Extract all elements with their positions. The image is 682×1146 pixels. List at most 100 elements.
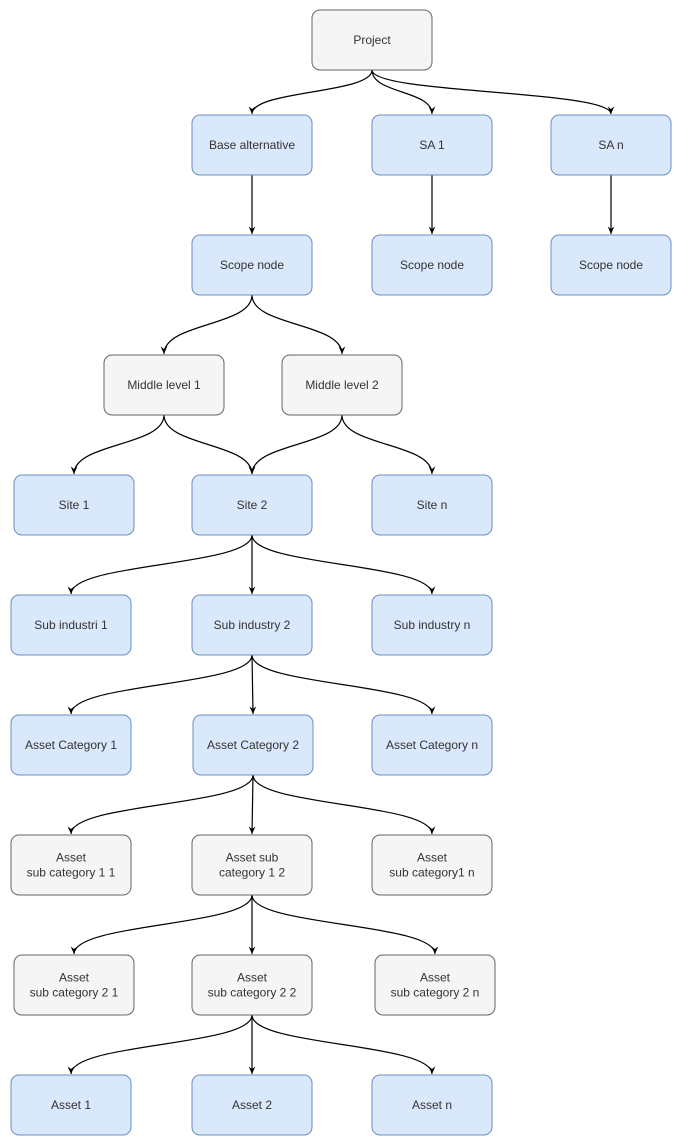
node-subind1[interactable]: Sub industri 1 bbox=[10, 594, 132, 656]
node-san[interactable]: SA n bbox=[550, 114, 672, 176]
node-label-sub22-0: Asset bbox=[237, 971, 268, 985]
node-label-sub1n-0: Asset bbox=[417, 851, 448, 865]
node-label-sub21-1: sub category 2 1 bbox=[30, 986, 119, 1000]
node-label-cat1-0: Asset Category 1 bbox=[25, 738, 117, 752]
edge-site2-to-subind1 bbox=[67, 534, 253, 595]
node-box-sub22 bbox=[191, 954, 313, 1016]
node-box-san bbox=[550, 114, 672, 176]
node-box-sub2n bbox=[374, 954, 496, 1016]
node-mid1[interactable]: Middle level 1 bbox=[103, 354, 225, 416]
node-box-cat1 bbox=[10, 714, 132, 776]
node-label-sub12-1: category 1 2 bbox=[219, 866, 285, 880]
node-base_alt[interactable]: Base alternative bbox=[191, 114, 313, 176]
node-catn[interactable]: Asset Category n bbox=[371, 714, 493, 776]
node-label-sub2n-1: sub category 2 n bbox=[391, 986, 480, 1000]
node-label-scope1-0: Scope node bbox=[220, 258, 284, 272]
node-label-scope2-0: Scope node bbox=[400, 258, 464, 272]
edge-sub12-to-sub2n bbox=[251, 894, 439, 955]
node-cat2[interactable]: Asset Category 2 bbox=[192, 714, 314, 776]
node-label-asset2-0: Asset 2 bbox=[232, 1098, 272, 1112]
edge-mid1-to-site2 bbox=[163, 414, 256, 475]
node-scope3[interactable]: Scope node bbox=[550, 234, 672, 296]
node-subind2[interactable]: Sub industry 2 bbox=[191, 594, 313, 656]
edges-layer bbox=[67, 69, 615, 1075]
edge-subind2-to-catn bbox=[251, 654, 436, 715]
node-label-cat2-0: Asset Category 2 bbox=[207, 738, 299, 752]
node-site1[interactable]: Site 1 bbox=[13, 474, 135, 536]
edge-cat2-to-sub1n bbox=[252, 774, 436, 835]
node-box-scope3 bbox=[550, 234, 672, 296]
node-label-siten-0: Site n bbox=[417, 498, 448, 512]
node-project[interactable]: Project bbox=[311, 9, 433, 71]
node-label-sub21-0: Asset bbox=[59, 971, 90, 985]
node-box-cat2 bbox=[192, 714, 314, 776]
node-siten[interactable]: Site n bbox=[371, 474, 493, 536]
node-box-base_alt bbox=[191, 114, 313, 176]
node-assetn[interactable]: Asset n bbox=[371, 1074, 493, 1136]
edge-project-to-base_alt bbox=[248, 69, 373, 115]
edge-subind2-to-cat1 bbox=[67, 654, 253, 715]
edge-scope1-to-mid1 bbox=[160, 294, 253, 355]
node-label-mid2-0: Middle level 2 bbox=[305, 378, 379, 392]
node-label-mid1-0: Middle level 1 bbox=[127, 378, 201, 392]
node-box-subind2 bbox=[191, 594, 313, 656]
node-label-subind2-0: Sub industry 2 bbox=[214, 618, 291, 632]
node-box-sa1 bbox=[371, 114, 493, 176]
edge-cat2-to-sub11 bbox=[67, 774, 254, 835]
edge-mid2-to-siten bbox=[341, 414, 436, 475]
node-box-site2 bbox=[191, 474, 313, 536]
node-subindn[interactable]: Sub industry n bbox=[371, 594, 493, 656]
node-site2[interactable]: Site 2 bbox=[191, 474, 313, 536]
node-label-scope3-0: Scope node bbox=[579, 258, 643, 272]
node-box-scope2 bbox=[371, 234, 493, 296]
edge-site2-to-subindn bbox=[251, 534, 436, 595]
node-label-assetn-0: Asset n bbox=[412, 1098, 452, 1112]
node-box-subindn bbox=[371, 594, 493, 656]
edge-subind2-to-cat2 bbox=[249, 654, 257, 715]
edge-sub22-to-asset1 bbox=[67, 1014, 253, 1075]
node-box-siten bbox=[371, 474, 493, 536]
node-label-sub11-0: Asset bbox=[56, 851, 87, 865]
edge-project-to-sa1 bbox=[371, 69, 436, 115]
node-label-sub12-0: Asset sub bbox=[226, 851, 279, 865]
node-box-site1 bbox=[13, 474, 135, 536]
node-box-sub1n bbox=[371, 834, 493, 896]
node-scope2[interactable]: Scope node bbox=[371, 234, 493, 296]
node-cat1[interactable]: Asset Category 1 bbox=[10, 714, 132, 776]
node-mid2[interactable]: Middle level 2 bbox=[281, 354, 403, 416]
node-label-subind1-0: Sub industri 1 bbox=[34, 618, 108, 632]
edge-sub22-to-assetn bbox=[251, 1014, 436, 1075]
node-label-base_alt-0: Base alternative bbox=[209, 138, 295, 152]
node-label-project-0: Project bbox=[353, 33, 391, 47]
node-box-asset2 bbox=[191, 1074, 313, 1136]
node-label-site1-0: Site 1 bbox=[59, 498, 90, 512]
edge-project-to-san bbox=[371, 69, 615, 115]
node-box-sub11 bbox=[10, 834, 132, 896]
node-asset1[interactable]: Asset 1 bbox=[10, 1074, 132, 1136]
node-sa1[interactable]: SA 1 bbox=[371, 114, 493, 176]
node-box-sub12 bbox=[191, 834, 313, 896]
node-label-sub2n-0: Asset bbox=[420, 971, 451, 985]
node-label-sub1n-1: sub category1 n bbox=[389, 866, 474, 880]
node-label-sub11-1: sub category 1 1 bbox=[27, 866, 116, 880]
node-box-mid2 bbox=[281, 354, 403, 416]
edge-cat2-to-sub12 bbox=[248, 774, 256, 835]
node-box-mid1 bbox=[103, 354, 225, 416]
node-box-scope1 bbox=[191, 234, 313, 296]
node-box-asset1 bbox=[10, 1074, 132, 1136]
node-label-subindn-0: Sub industry n bbox=[394, 618, 471, 632]
edge-scope1-to-mid2 bbox=[251, 294, 346, 355]
node-asset2[interactable]: Asset 2 bbox=[191, 1074, 313, 1136]
node-scope1[interactable]: Scope node bbox=[191, 234, 313, 296]
edge-mid2-to-site2 bbox=[248, 414, 343, 475]
node-box-assetn bbox=[371, 1074, 493, 1136]
edge-mid1-to-site1 bbox=[70, 414, 165, 475]
node-label-catn-0: Asset Category n bbox=[386, 738, 478, 752]
